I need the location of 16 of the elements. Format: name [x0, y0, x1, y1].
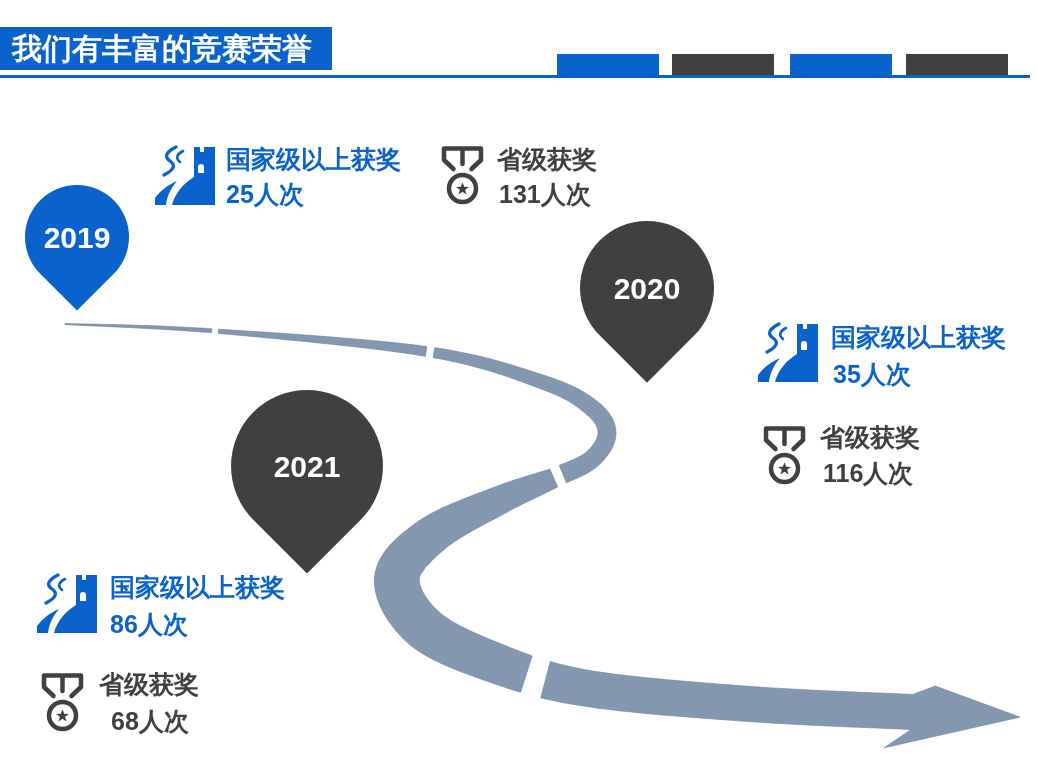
award-count: 86人次: [110, 610, 188, 639]
award-count: 116人次: [823, 459, 914, 488]
year-label: 2021: [273, 449, 341, 483]
award-category: 国家级以上获奖: [831, 323, 1006, 352]
award-count: 68人次: [111, 707, 189, 736]
award-category: 国家级以上获奖: [110, 573, 285, 602]
award-category: 省级获奖: [497, 145, 597, 174]
award-count: 35人次: [833, 360, 911, 389]
award-category: 省级获奖: [820, 423, 920, 452]
award-count: 131人次: [499, 180, 591, 209]
year-label: 2020: [613, 271, 681, 305]
year-label: 2019: [43, 220, 111, 254]
award-category: 省级获奖: [99, 670, 199, 699]
award-category: 国家级以上获奖: [226, 145, 401, 174]
award-count: 25人次: [226, 180, 304, 209]
title-banner: 我们有丰富的竞赛荣誉: [0, 27, 332, 70]
